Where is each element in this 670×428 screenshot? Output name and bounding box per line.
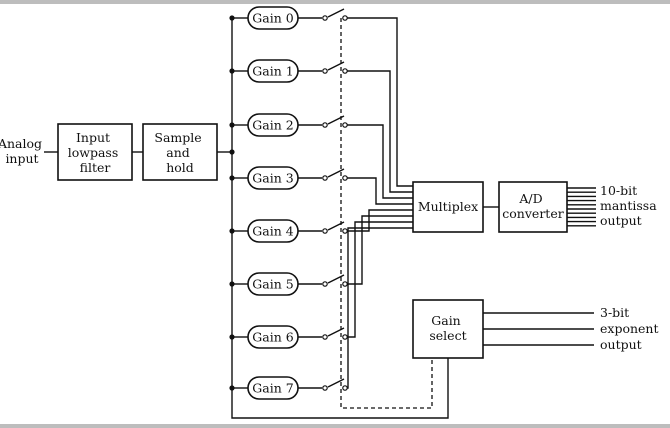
switch-contact	[322, 68, 328, 74]
sample-hold-block	[142, 123, 218, 181]
switch-contact	[342, 385, 348, 391]
switch-contact	[322, 228, 328, 234]
gain-label: Gain 1	[252, 64, 293, 79]
switch-contact	[342, 334, 348, 340]
switch-contact	[322, 385, 328, 391]
exponent-output-label: 3-bit exponent output	[600, 305, 662, 352]
gain-row: Gain 7	[229, 227, 413, 400]
switch-blade	[327, 274, 345, 284]
gain-select-feedback-line	[231, 358, 449, 419]
gain-row: Gain 5	[229, 215, 413, 296]
bottom-border	[0, 424, 670, 428]
switch-contact	[342, 122, 348, 128]
switch-blade	[327, 378, 345, 388]
switch-blade	[327, 168, 345, 178]
switch-to-mux-wire	[347, 70, 413, 193]
gain-row: Gain 0	[229, 6, 413, 187]
switch-contact	[342, 15, 348, 21]
gain-stages: Gain 0 Gain 1 Gain 2 Gain 3 Gain 4 Gain 5 Gain…	[229, 6, 413, 400]
switch-to-mux-wire	[347, 209, 413, 232]
mantissa-output-label: 10-bit mantissa output	[600, 183, 661, 228]
multiplex-block	[412, 181, 484, 233]
switch-to-mux-wire	[347, 221, 413, 338]
switch-to-mux-wire	[347, 124, 413, 199]
gain-select-block	[412, 299, 484, 359]
gain-row: Gain 6	[229, 221, 413, 349]
gain-label: Gain 7	[252, 381, 293, 396]
switch-contact	[342, 228, 348, 234]
switch-to-mux-wire	[347, 17, 413, 187]
switch-to-mux-wire	[347, 215, 413, 285]
switch-contact	[322, 334, 328, 340]
gain-row: Gain 4	[229, 209, 413, 243]
gain-label: Gain 6	[252, 330, 293, 345]
switch-contact	[322, 281, 328, 287]
switch-control-line	[340, 18, 433, 409]
gain-select-label: Gain select	[429, 313, 466, 343]
sample-hold-label: Sample and hold	[154, 130, 205, 175]
switch-to-mux-wire	[347, 227, 413, 389]
switch-contact	[322, 122, 328, 128]
switch-contact	[342, 281, 348, 287]
switch-contact	[342, 68, 348, 74]
lowpass-filter-label: Input lowpass filter	[68, 130, 123, 175]
gain-row: Gain 1	[229, 59, 413, 193]
multiplex-label: Multiplex	[418, 199, 478, 214]
adc-block	[498, 181, 568, 233]
analog-input-label: Analog input	[0, 136, 46, 166]
switch-contact	[342, 175, 348, 181]
mantissa-output-lines	[567, 187, 596, 227]
gain-label: Gain 2	[252, 118, 293, 133]
gain-label: Gain 5	[252, 277, 293, 292]
gain-row: Gain 2	[229, 113, 413, 199]
top-border	[0, 0, 670, 4]
switch-contact	[322, 175, 328, 181]
switch-to-mux-wire	[347, 177, 413, 205]
switch-blade	[327, 8, 345, 18]
gain-label: Gain 0	[252, 11, 293, 26]
gain-row: Gain 3	[229, 166, 413, 205]
gain-label: Gain 3	[252, 171, 293, 186]
adc-label: A/D converter	[502, 191, 563, 221]
gain-label: Gain 4	[252, 224, 293, 239]
switch-contact	[322, 15, 328, 21]
